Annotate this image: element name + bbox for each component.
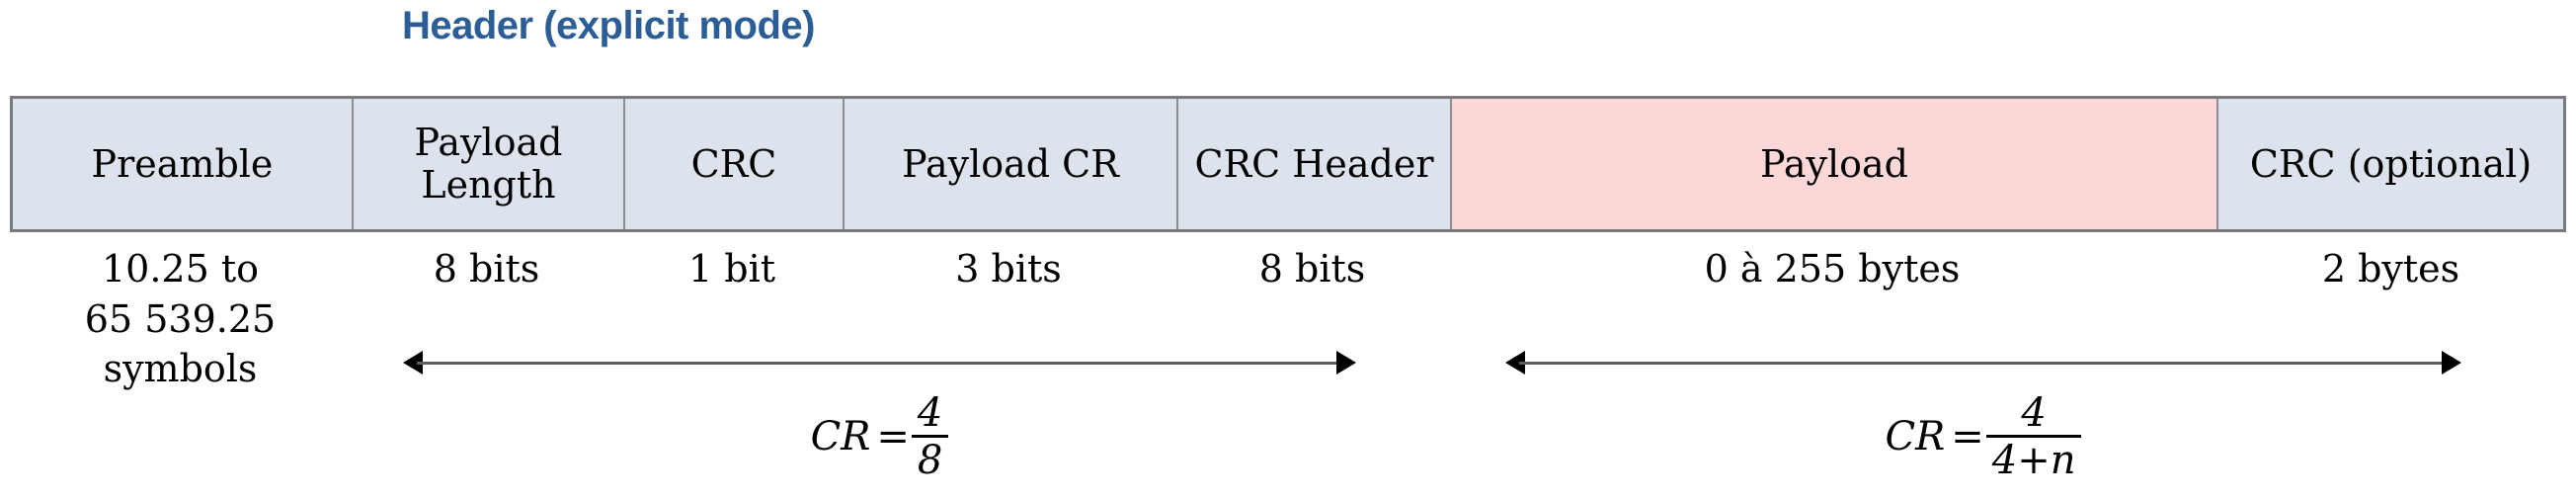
arrow-shaft <box>1519 362 2448 365</box>
size-label-crc: 1 bit <box>687 247 775 291</box>
formula-payload-fraction: 4 4+n <box>1985 390 2082 483</box>
field-payload-cr: Payload CR <box>845 99 1178 229</box>
size-label-payload-length: 8 bits <box>433 247 540 291</box>
payload-span-arrow <box>1505 351 2461 375</box>
size-label-crc-optional: 2 bytes <box>2321 247 2460 291</box>
field-payload-label: Payload <box>1760 141 1908 186</box>
header-span-arrow <box>403 351 1356 375</box>
size-label-payload: 0 à 255 bytes <box>1704 247 1961 291</box>
formula-header-coding-rate: CR = 4 8 <box>403 382 1356 491</box>
field-crc-header-label: CRC Header <box>1194 141 1434 186</box>
annotation-band: 10.25 to 65 539.25 symbols 8 bits 1 bit … <box>0 232 2576 500</box>
arrow-head-right-icon <box>2442 351 2461 375</box>
formula-payload-lhs: CR <box>1885 414 1946 459</box>
field-crc: CRC <box>625 99 845 229</box>
formula-payload-denominator: 4+n <box>1991 438 2076 483</box>
size-label-payload-cr: 3 bits <box>955 247 1062 291</box>
field-crc-label: CRC <box>690 141 777 186</box>
formula-payload-coding-rate: CR = 4 4+n <box>1505 382 2461 491</box>
arrow-head-left-icon <box>403 351 423 375</box>
arrow-head-right-icon <box>1336 351 1356 375</box>
lora-frame-diagram: Preamble Payload Length CRC Payload CR C… <box>10 96 2566 232</box>
formula-header-lhs: CR <box>810 414 871 459</box>
formula-payload-equals: = <box>1951 414 1984 459</box>
field-crc-header: CRC Header <box>1178 99 1452 229</box>
formula-header-denominator: 8 <box>917 438 943 483</box>
size-label-crc-header: 8 bits <box>1258 247 1366 291</box>
formula-payload-numerator: 4 <box>2021 390 2047 436</box>
size-label-preamble: 10.25 to 65 539.25 symbols <box>84 247 277 391</box>
fraction-bar <box>1985 435 2082 438</box>
fraction-bar <box>911 435 949 438</box>
field-preamble-label: Preamble <box>91 141 274 186</box>
field-crc-optional: CRC (optional) <box>2218 99 2563 229</box>
formula-header-numerator: 4 <box>917 390 943 436</box>
arrow-shaft <box>417 362 1342 365</box>
field-crc-optional-label: CRC (optional) <box>2249 141 2533 186</box>
field-payload: Payload <box>1452 99 2218 229</box>
arrow-head-left-icon <box>1505 351 1525 375</box>
field-payload-length: Payload Length <box>354 99 625 229</box>
field-preamble: Preamble <box>13 99 354 229</box>
formula-header-equals: = <box>876 414 910 459</box>
field-payload-cr-label: Payload CR <box>902 141 1119 186</box>
formula-header-fraction: 4 8 <box>911 390 949 483</box>
field-payload-length-label: Payload Length <box>414 121 563 207</box>
page-title: Header (explicit mode) <box>401 4 816 47</box>
